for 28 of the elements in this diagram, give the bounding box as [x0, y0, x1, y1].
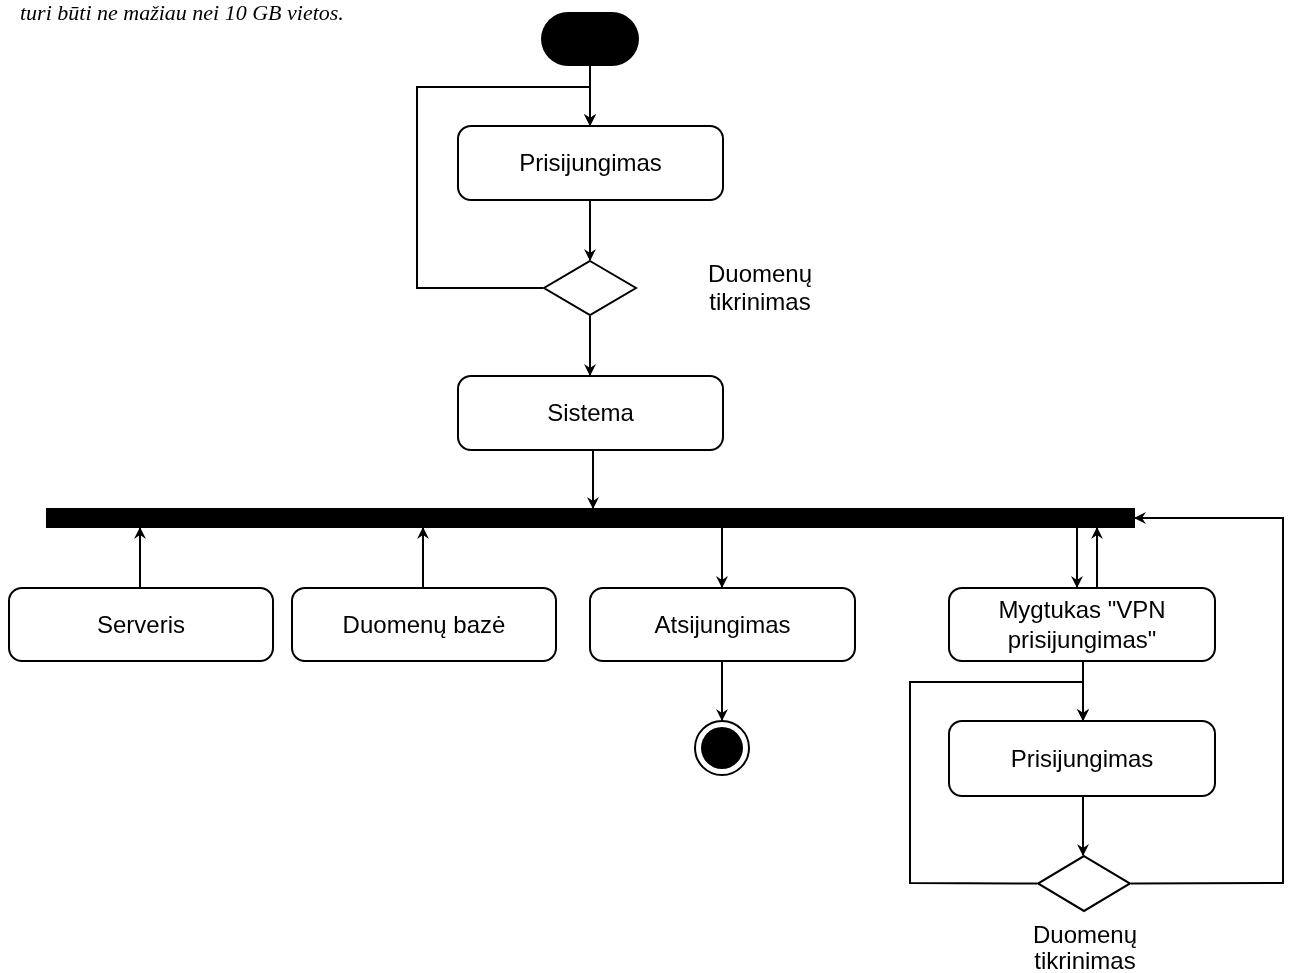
arrow	[1130, 512, 1284, 885]
node-caption: Duomenų tikrinimas	[1031, 922, 1139, 973]
arrow	[1091, 527, 1103, 588]
activity-box: Atsijungimas	[589, 587, 856, 662]
decision-diamond	[1037, 855, 1131, 912]
fork-bar	[46, 508, 1135, 528]
arrow	[584, 200, 596, 261]
note-text: turi būti ne mažiau nei 10 GB vietos.	[20, 0, 344, 26]
initial-node	[541, 12, 639, 66]
arrow	[716, 527, 728, 588]
decision-diamond	[543, 260, 637, 316]
activity-box: Sistema	[457, 375, 724, 451]
activity-box: Prisijungimas	[457, 125, 724, 201]
node-caption: Duomenų tikrinimas	[706, 260, 814, 316]
arrow	[134, 527, 146, 588]
activity-box: Mygtukas "VPN prisijungimas"	[948, 587, 1216, 662]
arrow	[909, 681, 1089, 885]
arrow	[587, 450, 599, 509]
arrow	[416, 86, 596, 289]
arrow	[584, 315, 596, 376]
arrow	[1071, 527, 1083, 588]
arrow	[1077, 796, 1089, 856]
arrow	[417, 527, 429, 588]
activity-box: Prisijungimas	[948, 720, 1216, 797]
arrow	[716, 661, 728, 721]
activity-box: Duomenų bazė	[291, 587, 557, 662]
final-node	[694, 720, 750, 776]
activity-box: Serveris	[8, 587, 274, 662]
